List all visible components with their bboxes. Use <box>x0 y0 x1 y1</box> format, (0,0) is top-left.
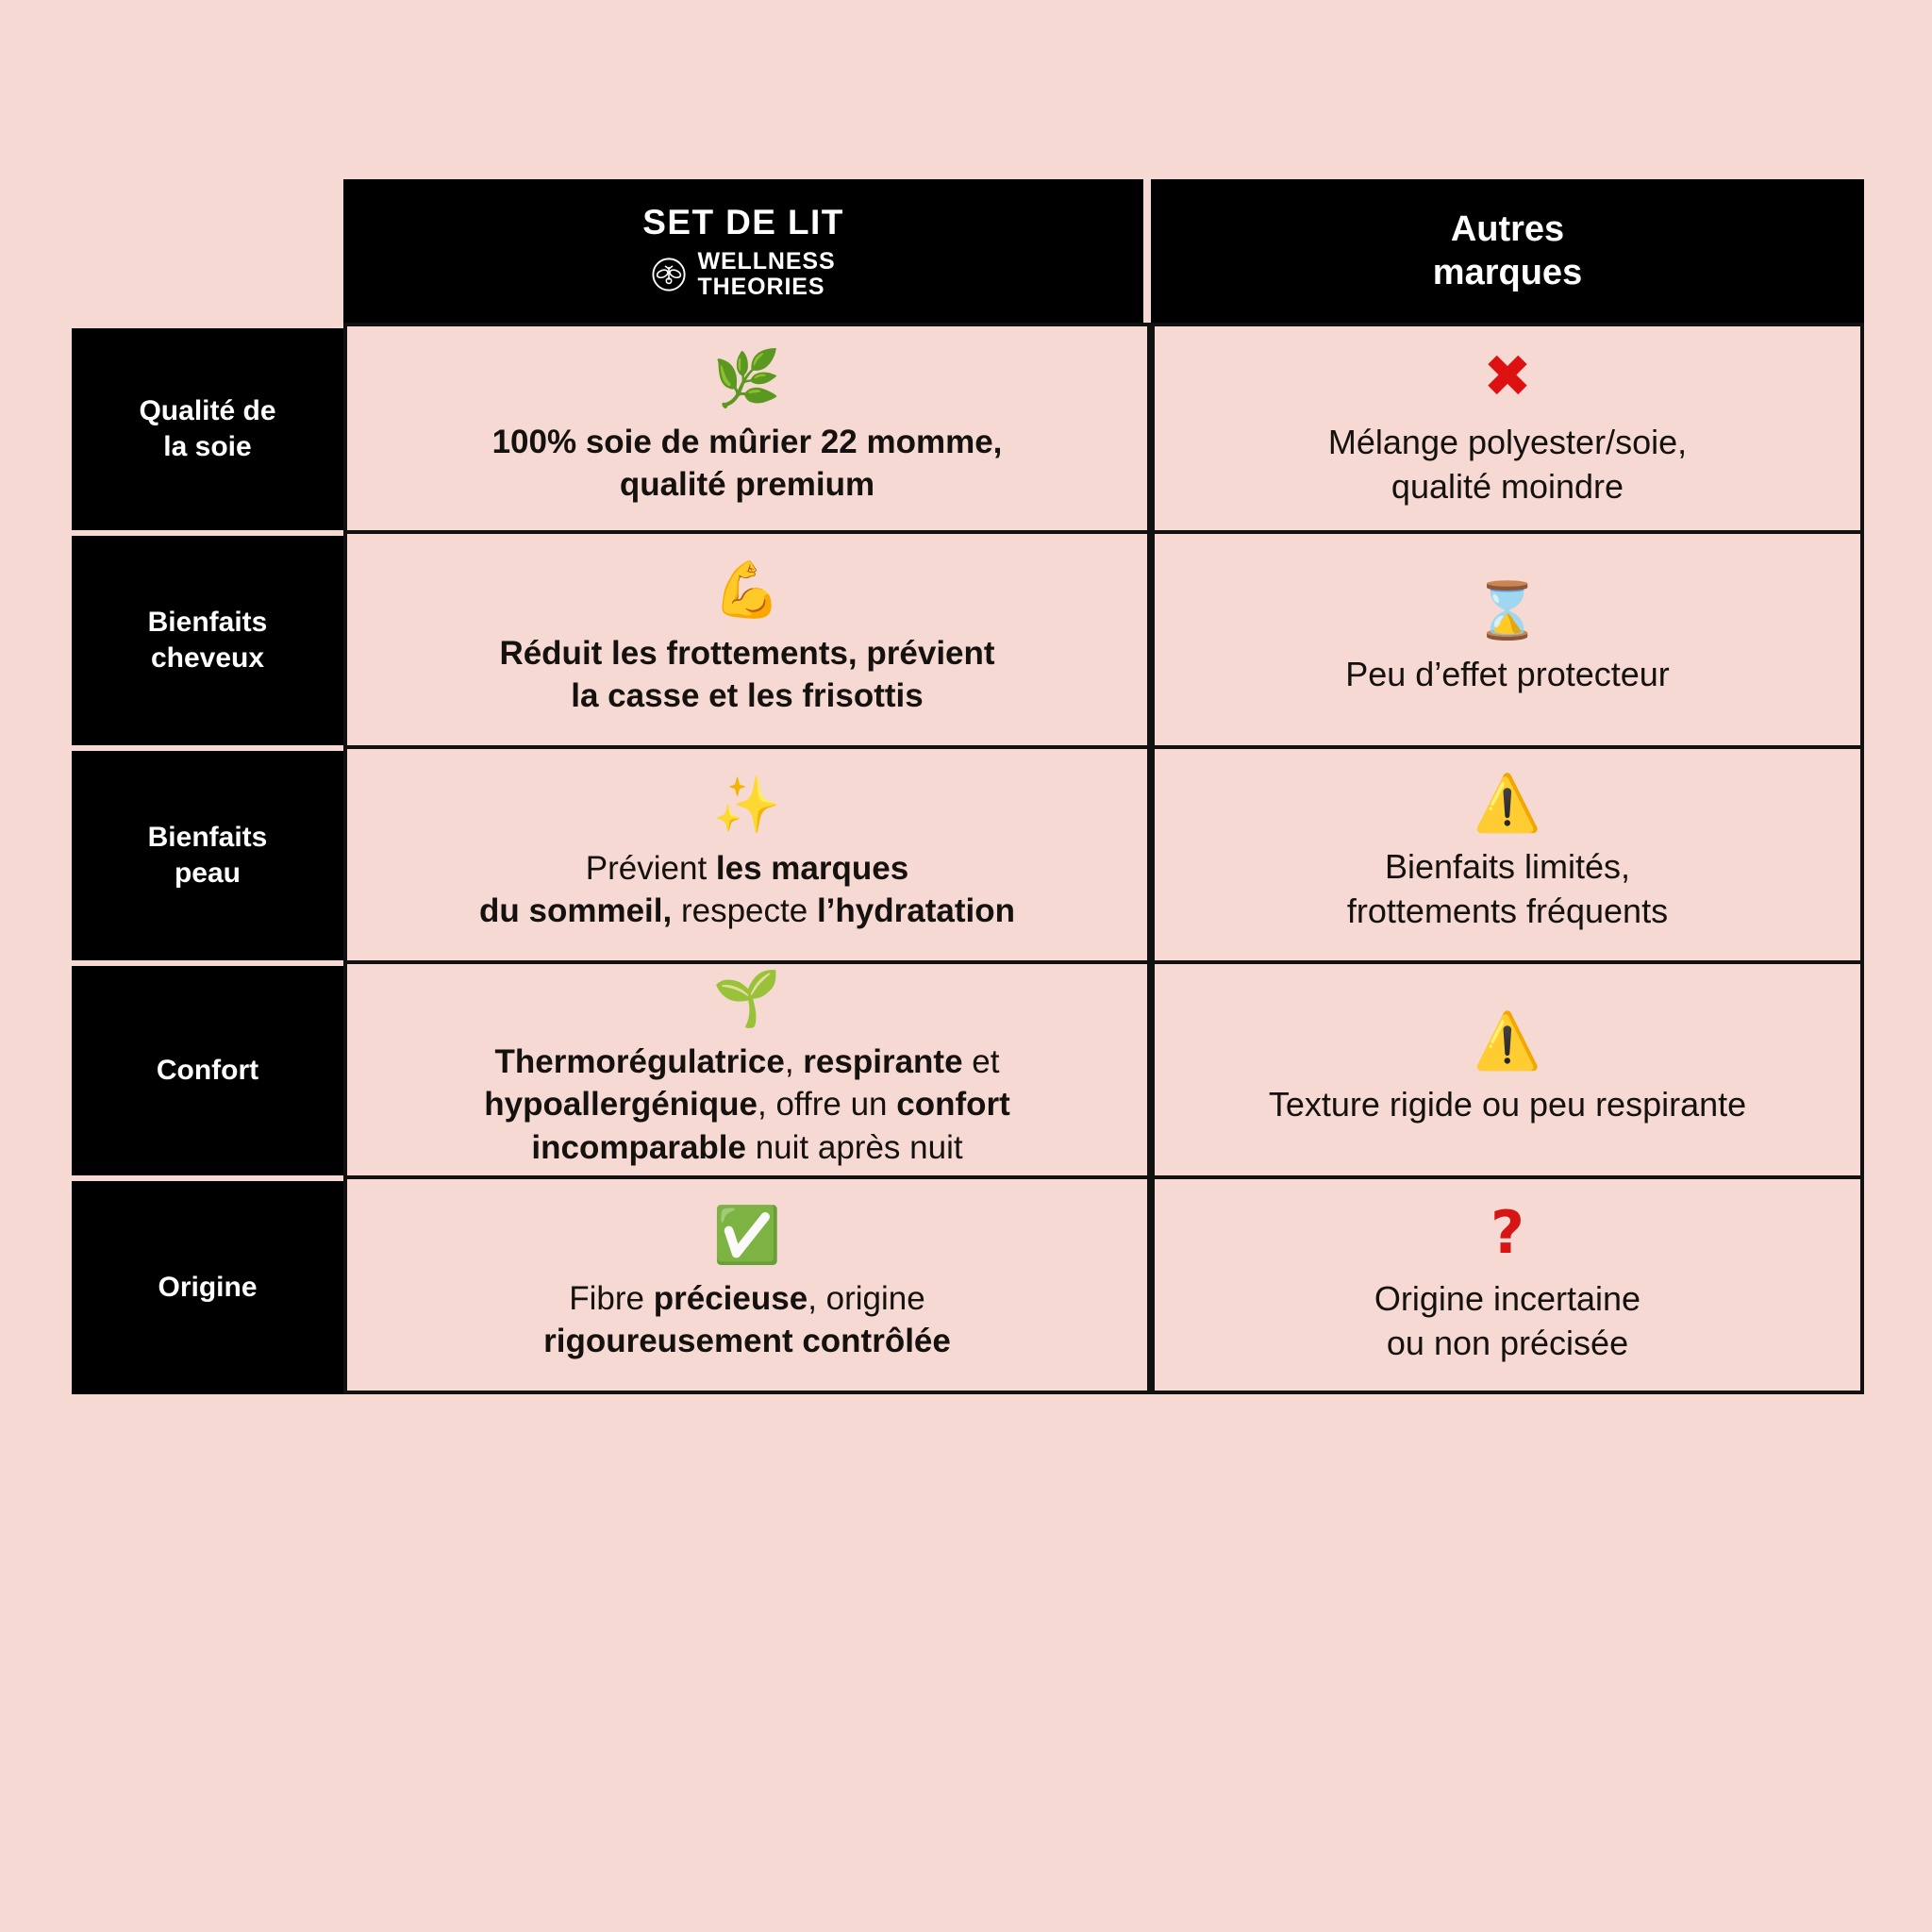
row-label-5: Origine <box>72 1175 343 1394</box>
row-label-line-1: Origine <box>158 1271 258 1303</box>
header-row: SET DE LIT <box>72 179 1864 323</box>
row-label-4: Confort <box>72 960 343 1175</box>
header-brand-column: SET DE LIT <box>343 179 1151 323</box>
other-cell-text: Mélange polyester/soie,qualité moindre <box>1327 423 1688 506</box>
green-check-mark-icon: ✅ <box>712 1202 782 1267</box>
warning-triangle-icon: ⚠️ <box>1473 771 1542 836</box>
red-cross-mark-icon: ✖ <box>1483 341 1532 411</box>
row-label-line-2: la soie <box>163 431 252 462</box>
red-question-mark-icon: ? <box>1491 1198 1524 1268</box>
row-label-line-1: Confort <box>156 1054 259 1086</box>
table-body: Qualité de la soie 🌿 100% soie de mûrier 22… <box>72 323 1864 1394</box>
other-cell-2: ⌛ Peu d’effet protecteur <box>1151 530 1864 745</box>
other-brands-line-1: Autres <box>1450 208 1565 249</box>
sparkles-icon: ✨ <box>712 772 782 837</box>
row-label-3: Bienfaits peau <box>72 745 343 960</box>
row-label-line-1: Qualité de <box>139 394 276 426</box>
brand-cell-1: 🌿 100% soie de mûrier 22 momme,qualité pr… <box>343 323 1151 530</box>
warning-triangle-icon: ⚠️ <box>1473 1008 1542 1073</box>
header-corner-spacer <box>72 179 343 323</box>
other-cell-3: ⚠️ Bienfaits limités,frottements fréquent… <box>1151 745 1864 960</box>
other-cell-text: Texture rigide ou peu respirante <box>1268 1084 1747 1124</box>
other-cell-1: ✖ Mélange polyester/soie,qualité moindre <box>1151 323 1864 530</box>
table-row: Bienfaits cheveux 💪 Réduit les frottements,… <box>72 530 1864 745</box>
other-cell-text: Peu d’effet protecteur <box>1345 654 1670 693</box>
seedling-icon: 🌱 <box>712 965 782 1030</box>
brand-logo-line-1: WELLNESS <box>697 248 836 275</box>
other-brands-title: Autres marques <box>1151 208 1864 295</box>
row-label-line-2: peau <box>174 858 242 889</box>
row-label-line-1: Bienfaits <box>147 821 268 853</box>
other-cell-text: Bienfaits limités,frottements fréquents <box>1346 847 1669 930</box>
table-row: Qualité de la soie 🌿 100% soie de mûrier 22… <box>72 323 1864 530</box>
row-label-1: Qualité de la soie <box>72 323 343 530</box>
bee-circle-logo-icon <box>651 257 687 292</box>
header-other-column: Autres marques <box>1151 179 1864 323</box>
brand-logo-lockup: WELLNESS THEORIES <box>343 249 1143 300</box>
herb-leaf-icon: 🌿 <box>712 345 782 410</box>
hourglass-icon: ⌛ <box>1473 577 1542 642</box>
comparison-table: SET DE LIT <box>72 179 1864 1394</box>
brand-cell-text: 100% soie de mûrier 22 momme,qualité pre… <box>491 423 1003 504</box>
brand-logo-wordmark: WELLNESS THEORIES <box>697 249 835 300</box>
table-header: SET DE LIT <box>72 179 1864 323</box>
row-label-line-2: cheveux <box>150 642 265 674</box>
other-cell-4: ⚠️ Texture rigide ou peu respirante <box>1151 960 1864 1175</box>
brand-title: SET DE LIT <box>642 202 844 242</box>
flexed-biceps-icon: 💪 <box>712 557 782 622</box>
row-label-2: Bienfaits cheveux <box>72 530 343 745</box>
table-row: Confort 🌱 Thermorégulatrice, respirante et… <box>72 960 1864 1175</box>
brand-logo-line-2: THEORIES <box>697 274 825 301</box>
row-label-line-1: Bienfaits <box>147 606 268 638</box>
other-brands-line-2: marques <box>1432 253 1583 292</box>
